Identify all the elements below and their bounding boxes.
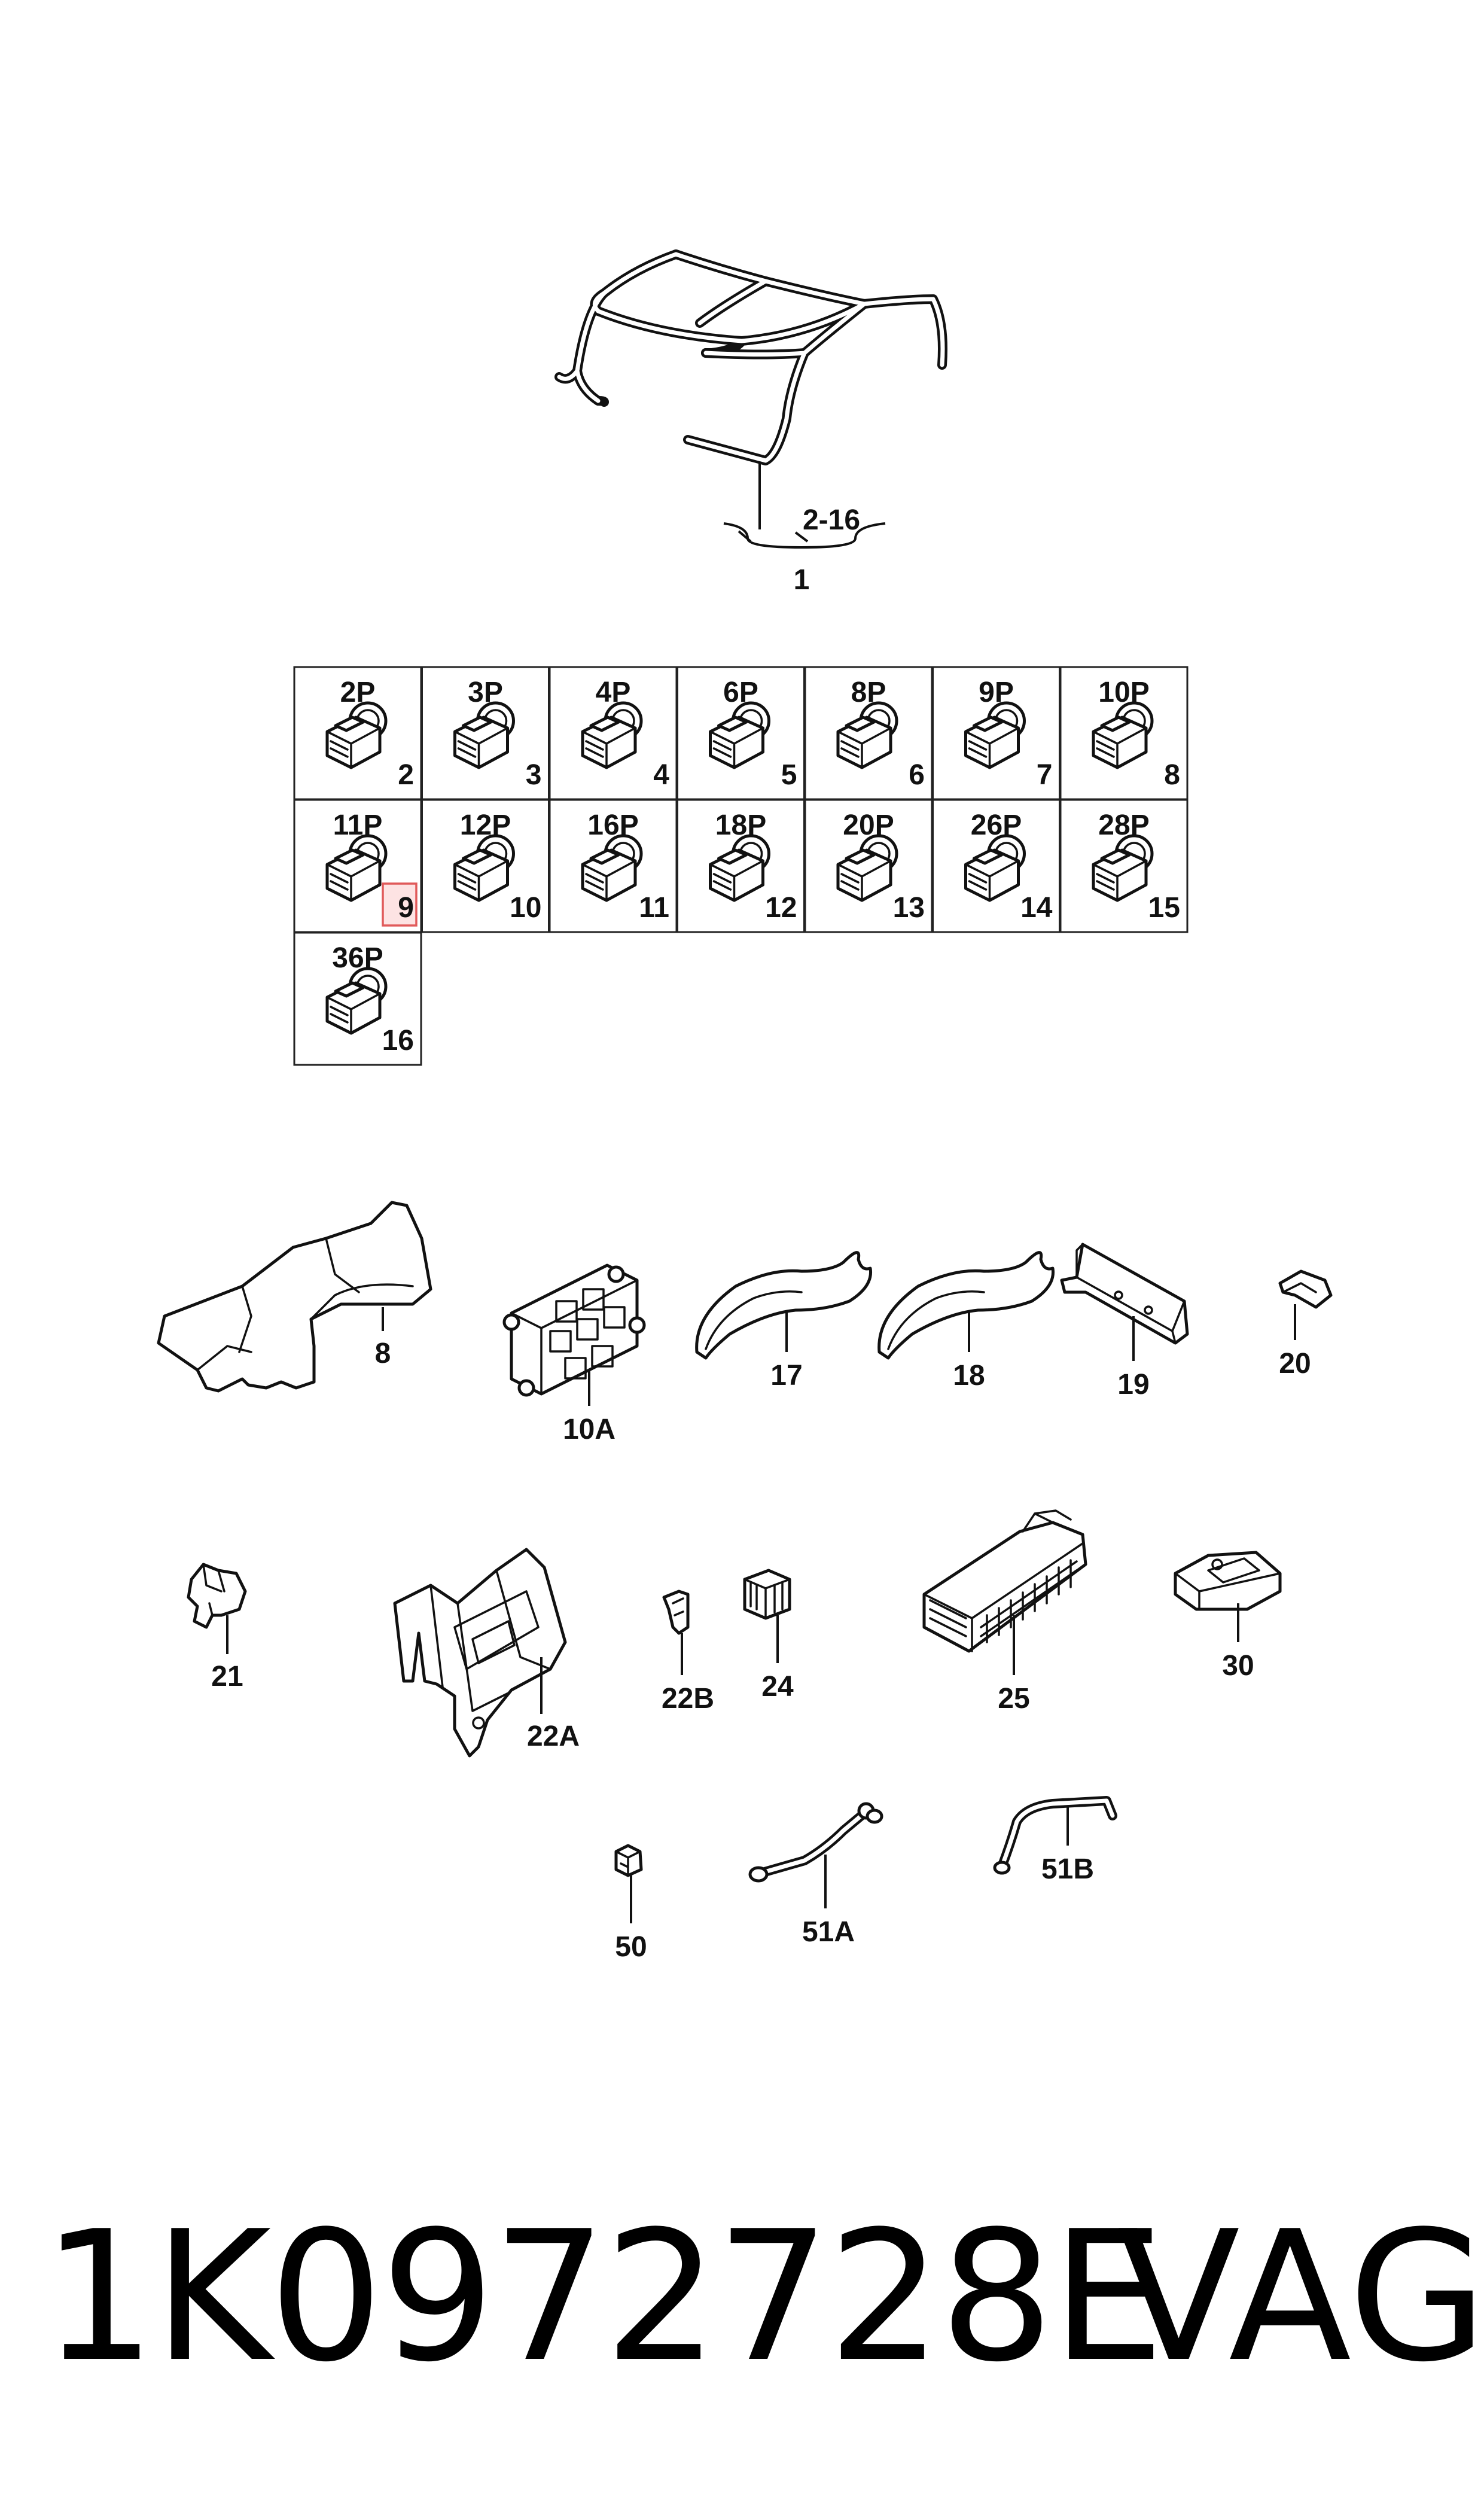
part-24-drawing — [743, 1569, 791, 1663]
connector-item-number: 13 — [893, 892, 925, 924]
part-30-drawing — [1174, 1551, 1282, 1642]
part-22a-label: 22A — [527, 1721, 580, 1752]
part-8-label: 8 — [375, 1338, 391, 1369]
part-24-label: 24 — [761, 1671, 794, 1703]
part-50-drawing — [614, 1844, 643, 1923]
part-21-label: 21 — [211, 1661, 243, 1692]
connector-cell: 4P4 — [548, 666, 678, 800]
part-22b-drawing — [662, 1590, 690, 1675]
connector-item-number: 10 — [510, 892, 541, 924]
connector-item-number: 3 — [526, 759, 542, 791]
part-19-drawing — [1060, 1243, 1189, 1361]
connector-item-number: 9 — [398, 892, 414, 924]
connector-item-number: 15 — [1148, 892, 1180, 924]
connector-item-highlight — [382, 882, 418, 927]
part-51a-label: 51A — [802, 1916, 855, 1948]
connector-item-number: 7 — [1037, 759, 1053, 791]
connector-item-number: 11 — [639, 892, 669, 924]
part-20-label: 20 — [1279, 1348, 1311, 1380]
part-25-label: 25 — [998, 1683, 1029, 1715]
part-18-drawing — [877, 1251, 1055, 1360]
part-30-label: 30 — [1222, 1650, 1254, 1682]
connector-item-number: 16 — [382, 1025, 414, 1056]
connector-cell: 8P6 — [804, 666, 933, 800]
part-50-label: 50 — [615, 1931, 647, 1963]
part-51b-drawing — [993, 1796, 1117, 1875]
connector-cell: 9P7 — [932, 666, 1061, 800]
connector-item-number: 12 — [765, 892, 797, 924]
harness-range-label: 2-16 — [803, 504, 860, 536]
connector-item-number: 8 — [1164, 759, 1180, 791]
connector-cell: 2P2 — [293, 666, 422, 800]
part-25-drawing — [922, 1509, 1087, 1675]
part-20-drawing — [1278, 1269, 1333, 1340]
part-number: 1K0972728E — [42, 2193, 1165, 2401]
connector-item-number: 4 — [653, 759, 669, 791]
part-18-label: 18 — [953, 1360, 985, 1392]
wiring-harness-drawing — [554, 249, 947, 549]
connector-cell: 6P5 — [677, 666, 805, 800]
part-51a-drawing — [748, 1802, 883, 1908]
part-17-label: 17 — [770, 1360, 802, 1392]
part-19-label: 19 — [1117, 1369, 1149, 1400]
connector-cell: 3P3 — [421, 666, 550, 800]
part-21-drawing — [187, 1563, 247, 1654]
connector-item-number: 5 — [781, 759, 797, 791]
part-22b-label: 22B — [662, 1683, 714, 1715]
part-22a-drawing — [393, 1548, 567, 1758]
brand-name: VAG — [1117, 2193, 1484, 2401]
part-10a-drawing — [502, 1263, 646, 1406]
part-51b-label: 51B — [1041, 1853, 1094, 1885]
part-17-drawing — [695, 1251, 873, 1360]
connector-cell-border — [804, 666, 933, 800]
connector-item-number: 2 — [398, 759, 414, 791]
harness-item-label: 1 — [794, 564, 810, 596]
part-10a-label: 10A — [563, 1414, 615, 1445]
connector-item-number: 6 — [909, 759, 925, 791]
part-8-drawing — [157, 1201, 432, 1393]
connector-item-number: 14 — [1020, 892, 1053, 924]
